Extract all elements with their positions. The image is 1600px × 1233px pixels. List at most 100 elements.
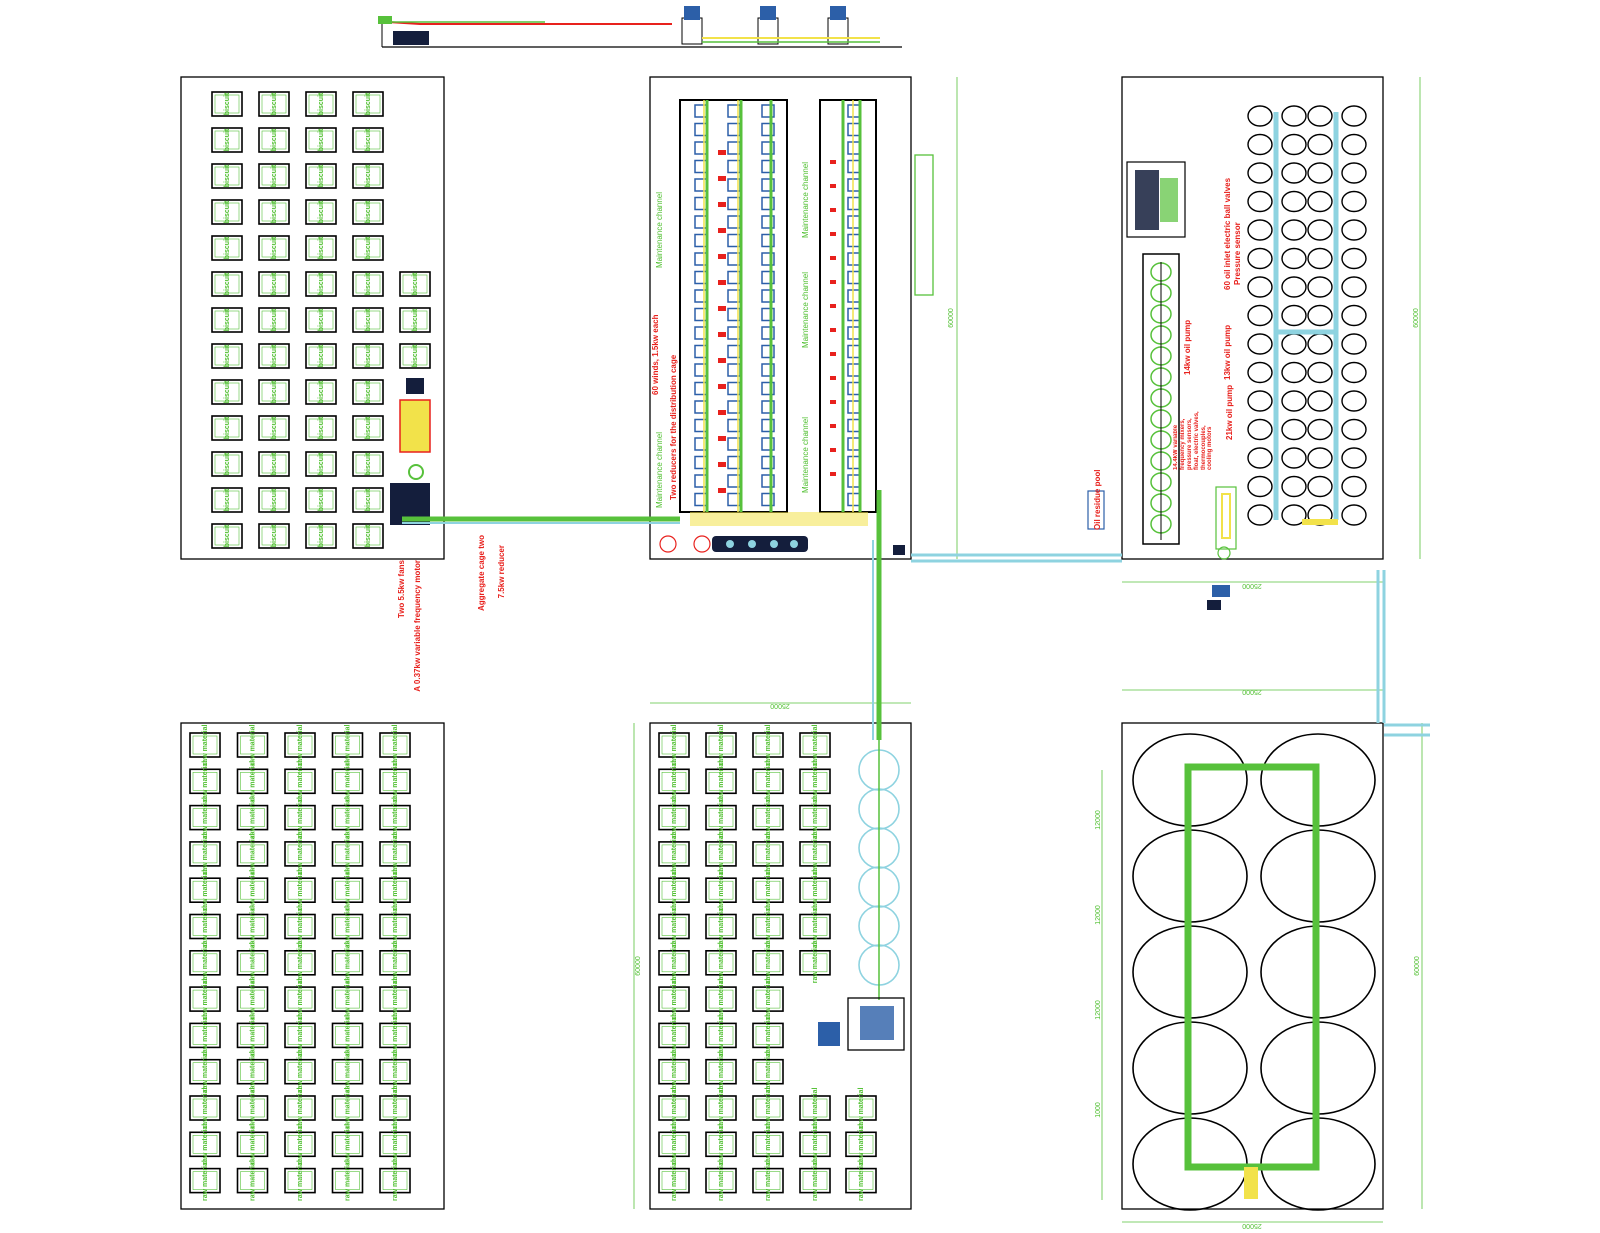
storage-cell: biscuit <box>305 127 337 153</box>
label-maintenance-5: Maintenance channel <box>801 417 810 493</box>
storage-cell: raw material <box>752 942 784 983</box>
storage-cell: raw material <box>658 1160 690 1201</box>
storage-cell: biscuit <box>258 199 290 225</box>
fan-motor-assembly <box>390 378 431 525</box>
oil-tank-icon <box>1341 333 1367 355</box>
oil-tank-icon <box>1247 475 1273 498</box>
cell-icon <box>352 343 384 369</box>
cell-icon <box>379 986 411 1012</box>
cell-label: raw material <box>812 725 819 766</box>
oil-tank-icon <box>1281 475 1307 498</box>
note-aggregate: Aggregate cage two <box>477 535 486 611</box>
cell-label: raw material <box>345 1015 352 1056</box>
oil-tank-icon <box>1281 247 1307 270</box>
storage-cell: raw material <box>752 979 784 1020</box>
cell-label: raw material <box>671 833 678 874</box>
storage-cell: biscuit <box>211 379 243 405</box>
cell-icon <box>752 732 784 758</box>
label-oil-pool: Oil residue pool <box>1093 470 1102 530</box>
storage-cell: biscuit <box>305 523 337 549</box>
cell-label: biscuit <box>365 380 372 403</box>
storage-cell: biscuit <box>352 163 384 189</box>
cell-label: raw material <box>202 1088 209 1129</box>
raw-room-outline <box>649 722 912 1210</box>
cell-label: biscuit <box>318 164 325 187</box>
cell-label: biscuit <box>365 164 372 187</box>
cell-label: raw material <box>202 761 209 802</box>
oil-tank-icon <box>1247 390 1273 412</box>
cell-label: raw material <box>671 1124 678 1165</box>
cell-label: raw material <box>858 1124 865 1165</box>
label-oil-pump-21: 21kw oil pump <box>1225 385 1234 440</box>
cell-icon <box>284 877 316 904</box>
cell-label: raw material <box>202 1015 209 1056</box>
storage-cell: raw material <box>752 1160 784 1201</box>
cell-icon <box>258 235 290 261</box>
cell-label: raw material <box>297 1051 304 1092</box>
cell-icon <box>752 1131 784 1158</box>
loop-outlet <box>1244 1167 1258 1199</box>
cell-label: raw material <box>392 1051 399 1092</box>
cell-icon <box>189 877 221 904</box>
dim-raw-width: 25000 <box>770 702 790 709</box>
label-maintenance-1: Maintenance channel <box>655 192 664 268</box>
cell-label: raw material <box>392 942 399 983</box>
cell-icon <box>352 451 384 477</box>
drying-unit-icon <box>694 492 708 507</box>
fan-icon <box>399 399 431 453</box>
cell-icon <box>189 949 221 976</box>
drying-unit-icon <box>761 307 775 322</box>
cell-icon <box>331 913 364 940</box>
dim-tank-height: 60000 <box>1414 956 1421 976</box>
dim-1000: 1000 <box>1095 1102 1102 1118</box>
cell-label: biscuit <box>365 344 372 367</box>
cell-icon <box>211 487 243 513</box>
storage-cell: biscuit <box>305 379 337 405</box>
cell-label: raw material <box>765 1124 772 1165</box>
cell-label: raw material <box>202 797 209 838</box>
storage-cell: raw material <box>284 979 316 1020</box>
elevation-unit-icon <box>830 6 846 20</box>
cell-label: raw material <box>250 1051 257 1092</box>
cell-label: raw material <box>202 833 209 874</box>
cell-label: biscuit <box>365 92 372 115</box>
cell-icon <box>236 986 269 1012</box>
cell-icon <box>258 523 290 549</box>
storage-cell: biscuit <box>258 163 290 189</box>
cell-icon <box>379 877 411 904</box>
cell-label: biscuit <box>365 452 372 475</box>
cell-label: biscuit <box>224 308 231 331</box>
cell-label: biscuit <box>224 524 231 547</box>
cell-icon <box>258 307 290 333</box>
drying-room-equipment <box>659 512 905 555</box>
cell-icon <box>189 1131 221 1158</box>
cell-label: raw material <box>765 1051 772 1092</box>
cell-icon <box>352 163 384 189</box>
storage-cell: raw material <box>799 725 831 766</box>
cell-icon <box>211 271 243 297</box>
drying-unit-icon <box>694 252 708 266</box>
storage-cell: raw material <box>189 1015 221 1056</box>
filter-coils <box>1150 262 1172 540</box>
storage-cell: raw material <box>236 1088 269 1128</box>
cell-label: raw material <box>765 725 772 766</box>
oil-room-outline <box>1121 76 1384 560</box>
storage-cell: raw material <box>752 870 784 911</box>
cell-icon <box>752 877 784 904</box>
storage-cell: biscuit <box>258 235 290 261</box>
cell-label: raw material <box>858 1088 865 1129</box>
storage-cell: raw material <box>331 979 364 1020</box>
cell-icon <box>352 487 384 513</box>
cell-label: raw material <box>671 725 678 766</box>
cell-icon <box>352 415 384 441</box>
storage-cell: raw material <box>189 761 221 802</box>
cell-label: biscuit <box>271 524 278 547</box>
cell-label: raw material <box>812 797 819 838</box>
cell-icon <box>331 732 364 758</box>
cell-label: biscuit <box>271 308 278 331</box>
cell-label: raw material <box>392 906 399 947</box>
cell-label: raw material <box>765 833 772 874</box>
storage-cell: raw material <box>189 1160 221 1201</box>
cell-icon <box>331 841 364 867</box>
storage-cell: raw material <box>189 979 221 1020</box>
